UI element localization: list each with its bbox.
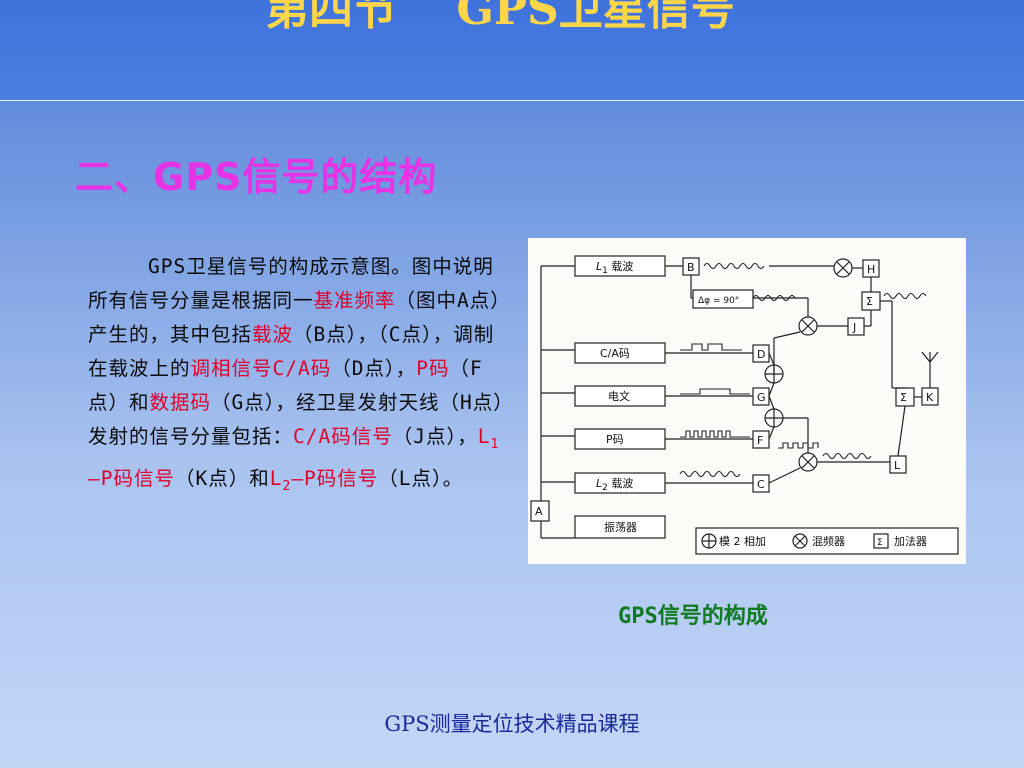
node-c-box xyxy=(752,474,770,493)
adder-legend-symbol: Σ xyxy=(877,538,883,548)
sum-symbol-1: Σ xyxy=(866,295,873,308)
mod2-adder-2 xyxy=(764,408,784,428)
text-run: （L点）。 xyxy=(378,466,464,490)
slide-title: 第四节 GPS卫星信号 xyxy=(265,0,735,35)
node-f-box xyxy=(752,430,770,449)
node-a-label: A xyxy=(535,505,543,518)
text-run: （F点）和 xyxy=(88,357,483,414)
footer-course-name: GPS测量定位技术精品课程 xyxy=(384,712,640,736)
highlight-term: L2—P码信号 xyxy=(269,466,379,494)
text-run: （B点），（C点），调制在载波上的 xyxy=(88,323,495,380)
p-code-label: P码 xyxy=(606,433,624,446)
antenna-icon xyxy=(921,351,939,388)
l1-carrier-label: L1 载波 xyxy=(596,260,633,276)
message-label: 电文 xyxy=(608,389,630,403)
highlight-term: 基准频率 xyxy=(313,289,396,312)
node-h-label: K xyxy=(926,391,934,404)
highlight-term: C/A码信号 xyxy=(293,425,393,448)
sum-symbol-2: Σ xyxy=(900,391,907,404)
node-f-label: F xyxy=(757,434,763,447)
node-l-label: L xyxy=(894,459,901,472)
mixer-1 xyxy=(833,258,853,278)
node-a-box xyxy=(530,500,550,522)
text-run: GPS卫星信号的构成示意图。图中说明所有信号分量是根据同一 xyxy=(88,255,494,312)
legend-adder-label: 加法器 xyxy=(894,534,927,548)
section-heading: 二、GPS信号的结构 xyxy=(75,155,438,199)
node-b-label: B xyxy=(687,261,695,274)
text-run: （图中A点）产生的，其中包括 xyxy=(88,289,502,346)
node-k-label: H xyxy=(867,263,875,276)
text-run: （J点）， xyxy=(392,425,478,448)
l1-letter: L xyxy=(477,425,491,448)
highlight-term: 数据码 xyxy=(149,391,212,414)
body-paragraph: GPS卫星信号的构成示意图。图中说明所有信号分量是根据同一基准频率（图中A点）产… xyxy=(88,250,506,504)
diagram-svg: A L1 载波 C/A码 电文 P码 L2 载波 振荡器 B Δφ = 90° … xyxy=(530,255,959,555)
mixer-3 xyxy=(798,452,818,472)
node-j-label: J xyxy=(852,321,856,334)
gps-signal-diagram: A L1 载波 C/A码 电文 P码 L2 载波 振荡器 B Δφ = 90° … xyxy=(528,238,966,564)
l2-letter: L xyxy=(269,466,283,490)
text-run: （K点）和 xyxy=(174,466,270,490)
diagram-caption: GPS信号的构成 xyxy=(618,604,768,629)
mixer-2 xyxy=(798,316,818,336)
text-run: （D点）， xyxy=(331,357,417,380)
highlight-term: P码 xyxy=(416,357,450,380)
mixer-legend-icon xyxy=(792,533,808,549)
legend-mixer-label: 混频器 xyxy=(812,534,845,548)
mod2-legend-icon xyxy=(701,533,717,549)
legend-mod2-label: 模 2 相加 xyxy=(719,535,766,548)
phase-shift-box xyxy=(692,289,754,309)
oscillator-label: 振荡器 xyxy=(604,520,637,534)
l2-subscript: 2 xyxy=(282,478,292,494)
phase-shift-label: Δφ = 90° xyxy=(698,296,739,306)
text-run: （G点），经卫星发射天线（H点）发射的信号分量包括： xyxy=(88,391,505,448)
adder-legend-icon xyxy=(873,533,889,549)
node-d-label: D xyxy=(757,348,765,361)
l2-carrier-label: L2 载波 xyxy=(596,477,633,493)
highlight-term: L1—P码信号 xyxy=(88,425,499,490)
node-c-label: C xyxy=(757,478,765,491)
legend-box xyxy=(695,527,959,555)
ca-code-label: C/A码 xyxy=(600,347,630,360)
node-g-label: G xyxy=(757,391,766,404)
title-bar: 第四节 GPS卫星信号 xyxy=(0,0,1024,101)
oscillator-box xyxy=(574,515,666,539)
highlight-term: 调相信号C/A码 xyxy=(190,357,332,380)
l1-subscript: 1 xyxy=(490,436,500,452)
l1-p-code-text: —P码信号 xyxy=(88,466,175,490)
l2-p-code-text: —P码信号 xyxy=(291,466,379,490)
highlight-term: 载波 xyxy=(252,323,294,346)
